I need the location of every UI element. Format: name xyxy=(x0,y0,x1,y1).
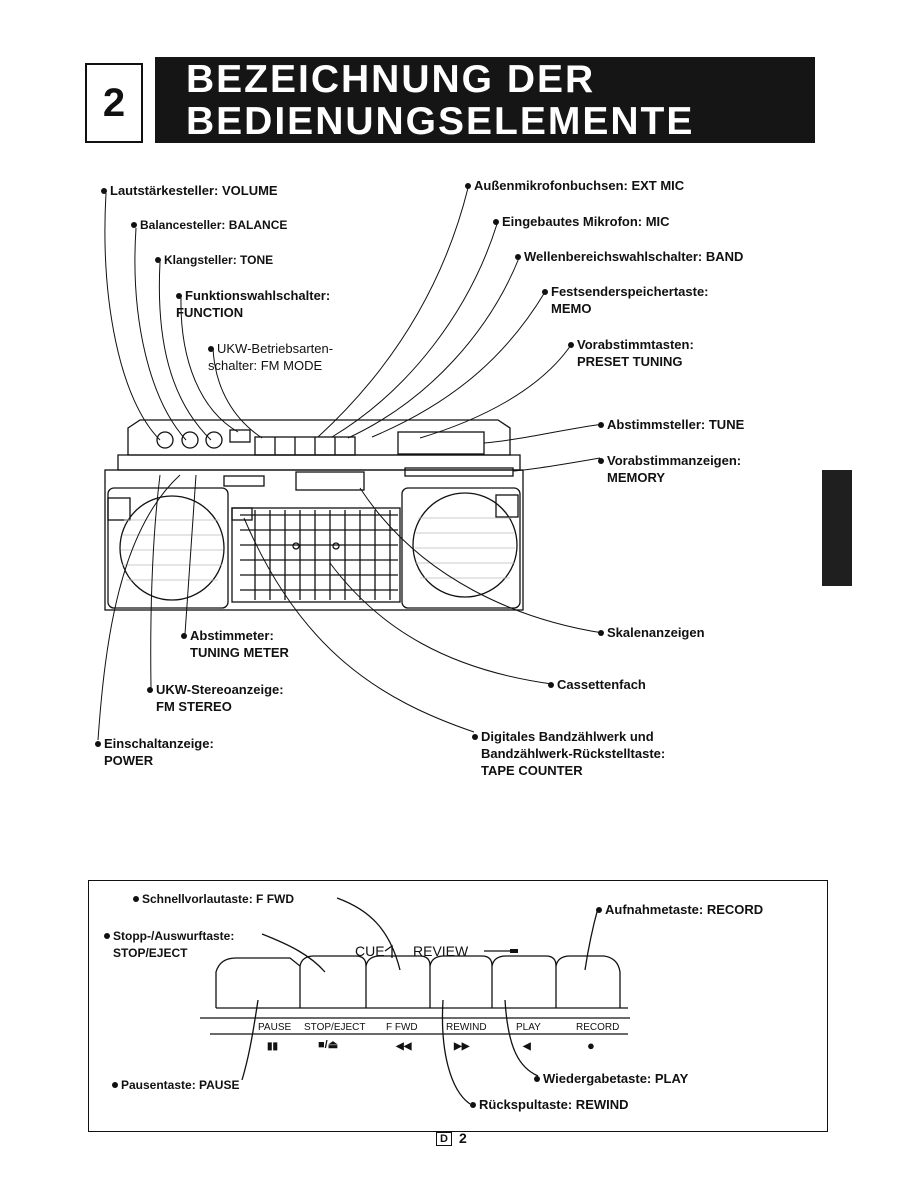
bullet-icon xyxy=(208,345,214,352)
label-balance: Balancesteller: BALANCE xyxy=(131,217,287,234)
section-thumb-tab xyxy=(822,470,852,586)
speaker-grille-texture xyxy=(121,517,515,581)
bullet-icon xyxy=(95,740,101,747)
record-icon: ● xyxy=(587,1038,595,1053)
label-band: Wellenbereichswahlschalter: BAND xyxy=(515,248,743,265)
review-arrow-head-icon xyxy=(510,949,518,953)
label-tone: Klangsteller: TONE xyxy=(155,252,273,269)
label-scale: Skalenanzeigen xyxy=(598,624,705,641)
tape-keys xyxy=(200,897,630,1105)
bullet-icon xyxy=(131,221,137,228)
bullet-icon xyxy=(542,288,548,295)
pause-icon: ▮▮ xyxy=(267,1041,279,1052)
bullet-icon xyxy=(493,218,499,225)
cue-text: CUE xyxy=(355,943,385,959)
bullet-icon xyxy=(104,932,110,939)
leader-lines xyxy=(97,187,604,741)
label-fm-mode: UKW-Betriebsarten-schalter: FM MODE xyxy=(208,341,334,373)
key-name-play: PLAY xyxy=(516,1022,541,1033)
label-volume: Lautstärkesteller: VOLUME xyxy=(101,182,278,199)
fast-forward-icon: ◀◀ xyxy=(396,1041,412,1052)
bullet-icon xyxy=(515,253,521,260)
label-ext-mic: Außenmikrofonbuchsen: EXT MIC xyxy=(465,177,684,194)
stop-eject-icon: ■/⏏ xyxy=(318,1039,339,1051)
label-power: Einschaltanzeige:POWER xyxy=(95,735,214,769)
bullet-icon xyxy=(598,421,604,428)
page-number: 2 xyxy=(459,1130,467,1146)
label-tune: Abstimmsteller: TUNE xyxy=(598,416,744,433)
bullet-icon xyxy=(472,733,478,740)
label-record: Aufnahmetaste: RECORD xyxy=(596,901,763,918)
page-title-line-2: BEDIENUNGSELEMENTE xyxy=(186,100,695,143)
bullet-icon xyxy=(176,292,182,299)
label-preset-tuning: Vorabstimmtasten:PRESET TUNING xyxy=(568,336,694,370)
bullet-icon xyxy=(465,182,471,189)
key-name-record: RECORD xyxy=(576,1022,620,1033)
bullet-icon xyxy=(133,895,139,902)
label-f-fwd: Schnellvorlautaste: F FWD xyxy=(133,891,294,908)
chapter-number: 2 xyxy=(102,81,126,125)
key-name-f-fwd: F FWD xyxy=(386,1022,418,1033)
play-icon: ◀ xyxy=(523,1041,531,1052)
label-play: Wiedergabetaste: PLAY xyxy=(534,1070,688,1087)
bullet-icon xyxy=(534,1075,540,1082)
bullet-icon xyxy=(155,256,161,263)
bullet-icon xyxy=(548,681,554,688)
bullet-icon xyxy=(181,632,187,639)
page-title-line-1: BEZEICHNUNG DER xyxy=(186,58,596,101)
bullet-icon xyxy=(598,629,604,636)
title-band xyxy=(155,57,815,143)
bullet-icon xyxy=(598,457,604,464)
label-function: Funktionswahlschalter:FUNCTION xyxy=(176,288,331,320)
bullet-icon xyxy=(568,341,574,348)
tape-keys-panel xyxy=(88,880,828,1132)
label-tuning-meter: Abstimmeter:TUNING METER xyxy=(181,627,289,661)
label-stop-eject: Stopp-/Auswurftaste:STOP/EJECT xyxy=(104,928,234,962)
label-rewind: Rückspultaste: REWIND xyxy=(470,1096,629,1113)
label-fm-stereo: UKW-Stereoanzeige:FM STEREO xyxy=(147,681,284,715)
review-text: REVIEW xyxy=(413,943,469,959)
label-memo: Festsenderspeichertaste:MEMO xyxy=(542,283,709,317)
label-mic: Eingebautes Mikrofon: MIC xyxy=(493,213,670,230)
bullet-icon xyxy=(101,187,107,194)
bullet-icon xyxy=(147,686,153,693)
key-name-pause: PAUSE xyxy=(258,1022,292,1033)
label-pause: Pausentaste: PAUSE xyxy=(112,1077,239,1094)
bullet-icon xyxy=(112,1081,118,1088)
bullet-icon xyxy=(470,1101,476,1108)
language-box: D xyxy=(436,1132,452,1146)
chapter-number-box xyxy=(85,63,143,143)
key-name-stop-eject: STOP/EJECT xyxy=(304,1022,366,1033)
bullet-icon xyxy=(596,906,602,913)
label-cassette: Cassettenfach xyxy=(548,676,646,693)
rewind-icon: ▶▶ xyxy=(454,1041,470,1052)
key-name-rewind: REWIND xyxy=(446,1022,487,1033)
label-memory: Vorabstimmanzeigen:MEMORY xyxy=(598,452,741,486)
